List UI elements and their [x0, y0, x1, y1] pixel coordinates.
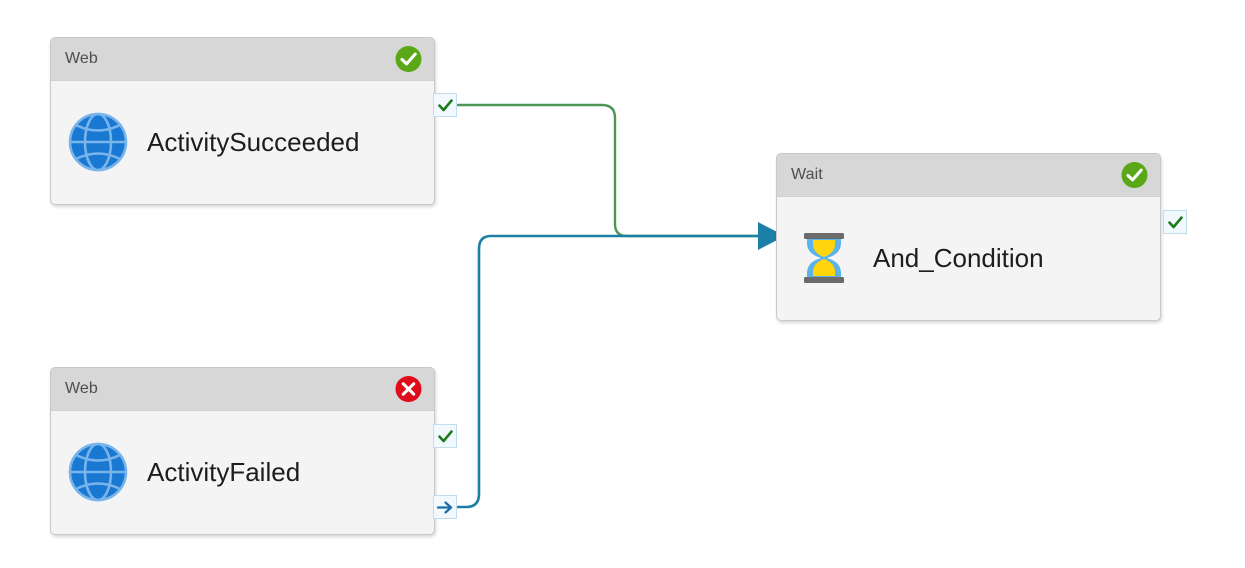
- node-body: And_Condition: [777, 197, 1160, 319]
- edge-activityfailed-to-andcondition[interactable]: [456, 234, 762, 509]
- success-check-icon: [1121, 162, 1148, 189]
- node-type-label: Web: [65, 380, 98, 397]
- node-body: ActivitySucceeded: [51, 81, 434, 203]
- globe-icon: [67, 111, 129, 173]
- check-icon: [1167, 214, 1184, 231]
- port-activity-succeeded-success[interactable]: [433, 93, 457, 117]
- check-icon: [437, 97, 454, 114]
- node-type-label: Wait: [791, 166, 823, 183]
- node-name-label: ActivityFailed: [147, 456, 301, 487]
- node-header: Web: [51, 368, 434, 411]
- node-activity-succeeded[interactable]: Web: [50, 37, 435, 205]
- node-body: ActivityFailed: [51, 411, 434, 533]
- success-check-icon: [395, 46, 422, 73]
- node-activity-failed[interactable]: Web: [50, 367, 435, 535]
- error-cross-icon: [395, 376, 422, 403]
- port-activity-failed-completion[interactable]: [433, 495, 457, 519]
- port-activity-failed-success[interactable]: [433, 424, 457, 448]
- port-and-condition-success[interactable]: [1163, 210, 1187, 234]
- edge-activitysucceeded-to-andcondition[interactable]: [456, 103, 762, 238]
- globe-icon: [67, 441, 129, 503]
- node-name-label: ActivitySucceeded: [147, 126, 360, 157]
- arrow-right-icon: [436, 498, 454, 516]
- hourglass-icon: [793, 227, 855, 289]
- node-header: Web: [51, 38, 434, 81]
- node-and-condition[interactable]: Wait And_C: [776, 153, 1161, 321]
- node-name-label: And_Condition: [873, 242, 1044, 273]
- node-type-label: Web: [65, 50, 98, 67]
- check-icon: [437, 428, 454, 445]
- node-header: Wait: [777, 154, 1160, 197]
